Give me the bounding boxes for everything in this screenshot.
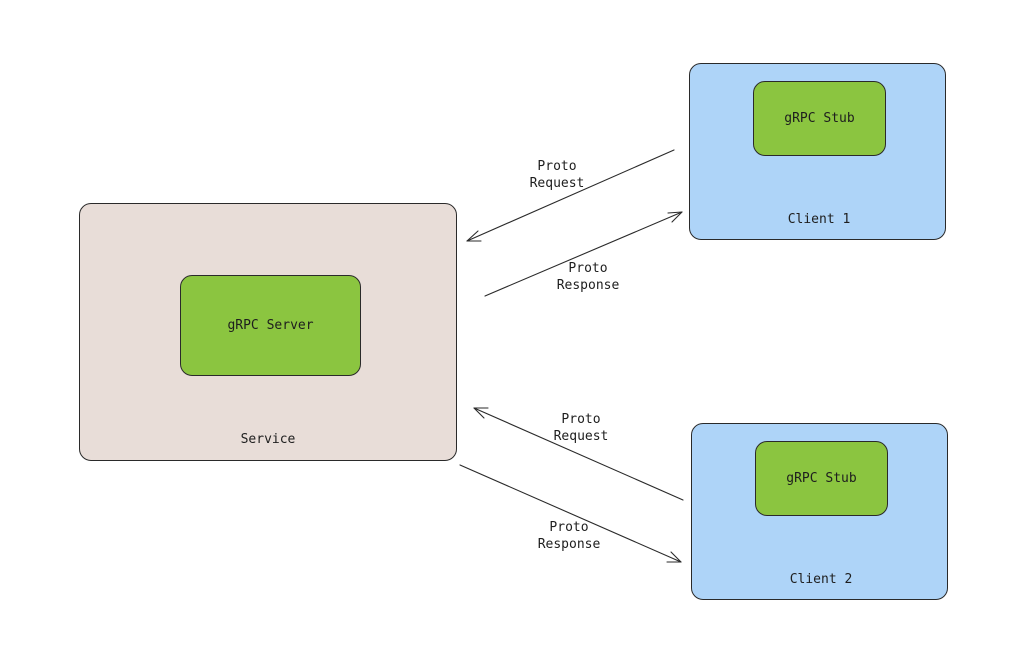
grpc-server-box: gRPC Server bbox=[180, 275, 361, 376]
client-2-stub-box: gRPC Stub bbox=[755, 441, 888, 516]
client-1-stub-label: gRPC Stub bbox=[784, 111, 855, 126]
client-2-label: Client 2 bbox=[789, 572, 853, 587]
service-label: Service bbox=[240, 432, 296, 447]
client-1-label: Client 1 bbox=[787, 212, 851, 227]
client-2-stub-label: gRPC Stub bbox=[786, 471, 857, 486]
edge-label-client-1-request: Proto Request bbox=[529, 159, 585, 191]
edge-label-client-1-response: Proto Response bbox=[556, 261, 620, 293]
edge-label-client-2-request: Proto Request bbox=[553, 412, 609, 444]
client-1-stub-box: gRPC Stub bbox=[753, 81, 886, 156]
grpc-server-label: gRPC Server bbox=[227, 318, 314, 333]
edge-label-client-2-response: Proto Response bbox=[537, 520, 601, 552]
